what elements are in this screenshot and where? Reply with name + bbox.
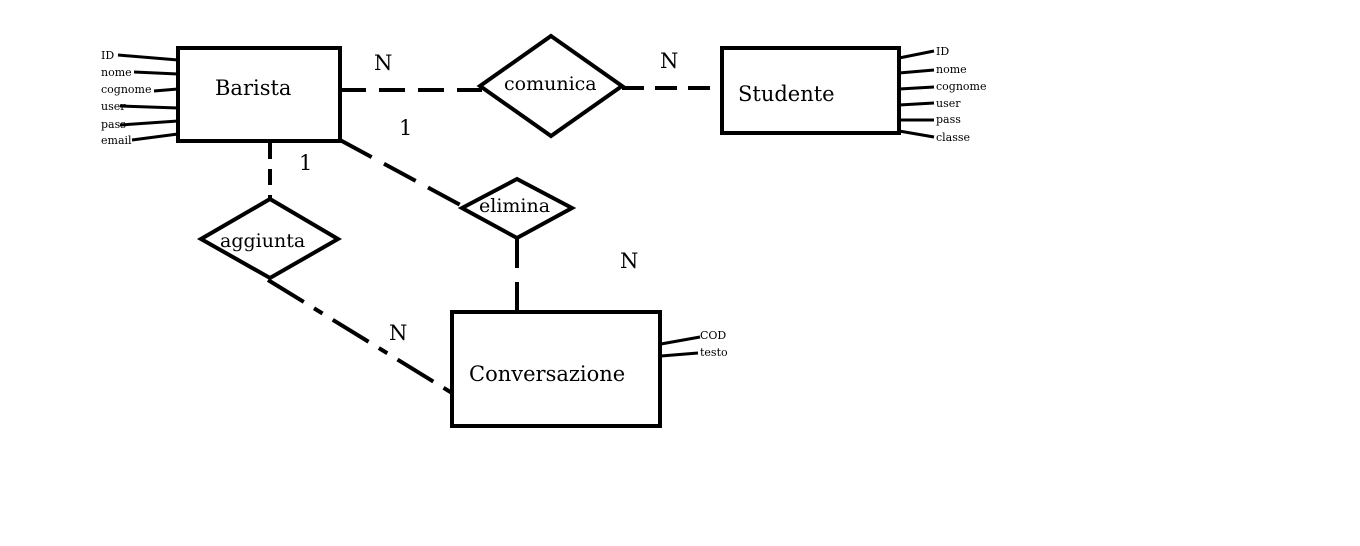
- conversazione-attr-cod: COD: [700, 329, 726, 342]
- entity-studente: Studente: [720, 46, 901, 135]
- cardinality-barista-elimina: 1: [399, 116, 412, 140]
- studente-attr-line-user: [898, 101, 935, 107]
- conversazione-attr-line-cod: [660, 335, 701, 346]
- relationship-diamond-comunica: [476, 33, 626, 139]
- barista-attr-line-cognome: [153, 87, 179, 93]
- entity-label-studente: Studente: [738, 82, 835, 106]
- cardinality-studente-comunica: N: [660, 49, 678, 73]
- barista-attr-line-pass: [119, 119, 179, 127]
- entity-box-conversazione: [450, 310, 662, 428]
- attribute-stubs: [117, 49, 935, 358]
- studente-attr-cognome: cognome: [936, 80, 986, 93]
- relationship-comunica: comunica: [476, 33, 626, 139]
- relationship-diamond-aggiunta: [196, 196, 342, 281]
- barista-attr-line-nome: [133, 70, 179, 76]
- barista-attr-email: email: [101, 134, 132, 147]
- cardinalities: N N 1 1 N N: [299, 49, 678, 345]
- entity-barista: Barista: [176, 46, 342, 143]
- relationship-label-aggiunta: aggiunta: [220, 230, 305, 252]
- barista-attr-line-email: [131, 132, 179, 142]
- connector-lines: [266, 86, 722, 395]
- studente-attr-line-id: [898, 49, 935, 60]
- studente-attr-line-cognome: [898, 85, 935, 91]
- barista-attr-pass: pass: [101, 118, 126, 131]
- cardinality-barista-comunica: N: [374, 51, 392, 75]
- barista-attr-line-user: [119, 104, 179, 110]
- entity-box-studente: [720, 46, 901, 135]
- studente-attr-id: ID: [936, 45, 949, 58]
- studente-attr-classe: classe: [936, 131, 970, 144]
- line-aggiunta-conversazione: [266, 278, 454, 395]
- relationship-aggiunta: aggiunta: [196, 196, 342, 281]
- barista-attr-line-id: [117, 53, 179, 62]
- relationship-label-elimina: elimina: [479, 195, 550, 217]
- conversazione-attr-testo: testo: [700, 346, 728, 359]
- studente-attr-user: user: [936, 97, 961, 110]
- relationship-label-comunica: comunica: [504, 73, 597, 95]
- entity-label-barista: Barista: [215, 76, 291, 100]
- studente-attributes: ID nome cognome user pass classe: [936, 45, 986, 144]
- studente-attr-line-classe: [898, 129, 935, 139]
- conversazione-attributes: COD testo: [700, 329, 728, 359]
- studente-attr-line-nome: [898, 68, 935, 75]
- studente-attr-nome: nome: [936, 63, 967, 76]
- cardinality-conversazione-elimina: N: [620, 249, 638, 273]
- entity-box-barista: [176, 46, 342, 143]
- studente-attr-pass: pass: [936, 113, 961, 126]
- entity-conversazione: Conversazione: [450, 310, 662, 428]
- barista-attr-cognome: cognome: [101, 83, 151, 96]
- cardinality-barista-aggiunta: 1: [299, 151, 312, 175]
- barista-attr-id: ID: [101, 49, 114, 62]
- relationship-diamond-elimina: [457, 176, 577, 241]
- entity-label-conversazione: Conversazione: [469, 362, 625, 386]
- barista-attr-user: user: [101, 100, 126, 113]
- cardinality-conversazione-aggiunta: N: [389, 321, 407, 345]
- relationship-elimina: elimina: [457, 176, 577, 241]
- conversazione-attr-line-testo: [660, 351, 699, 358]
- barista-attr-nome: nome: [101, 66, 132, 79]
- line-barista-elimina: [339, 138, 467, 210]
- barista-attributes: ID nome cognome user pass email: [101, 49, 151, 147]
